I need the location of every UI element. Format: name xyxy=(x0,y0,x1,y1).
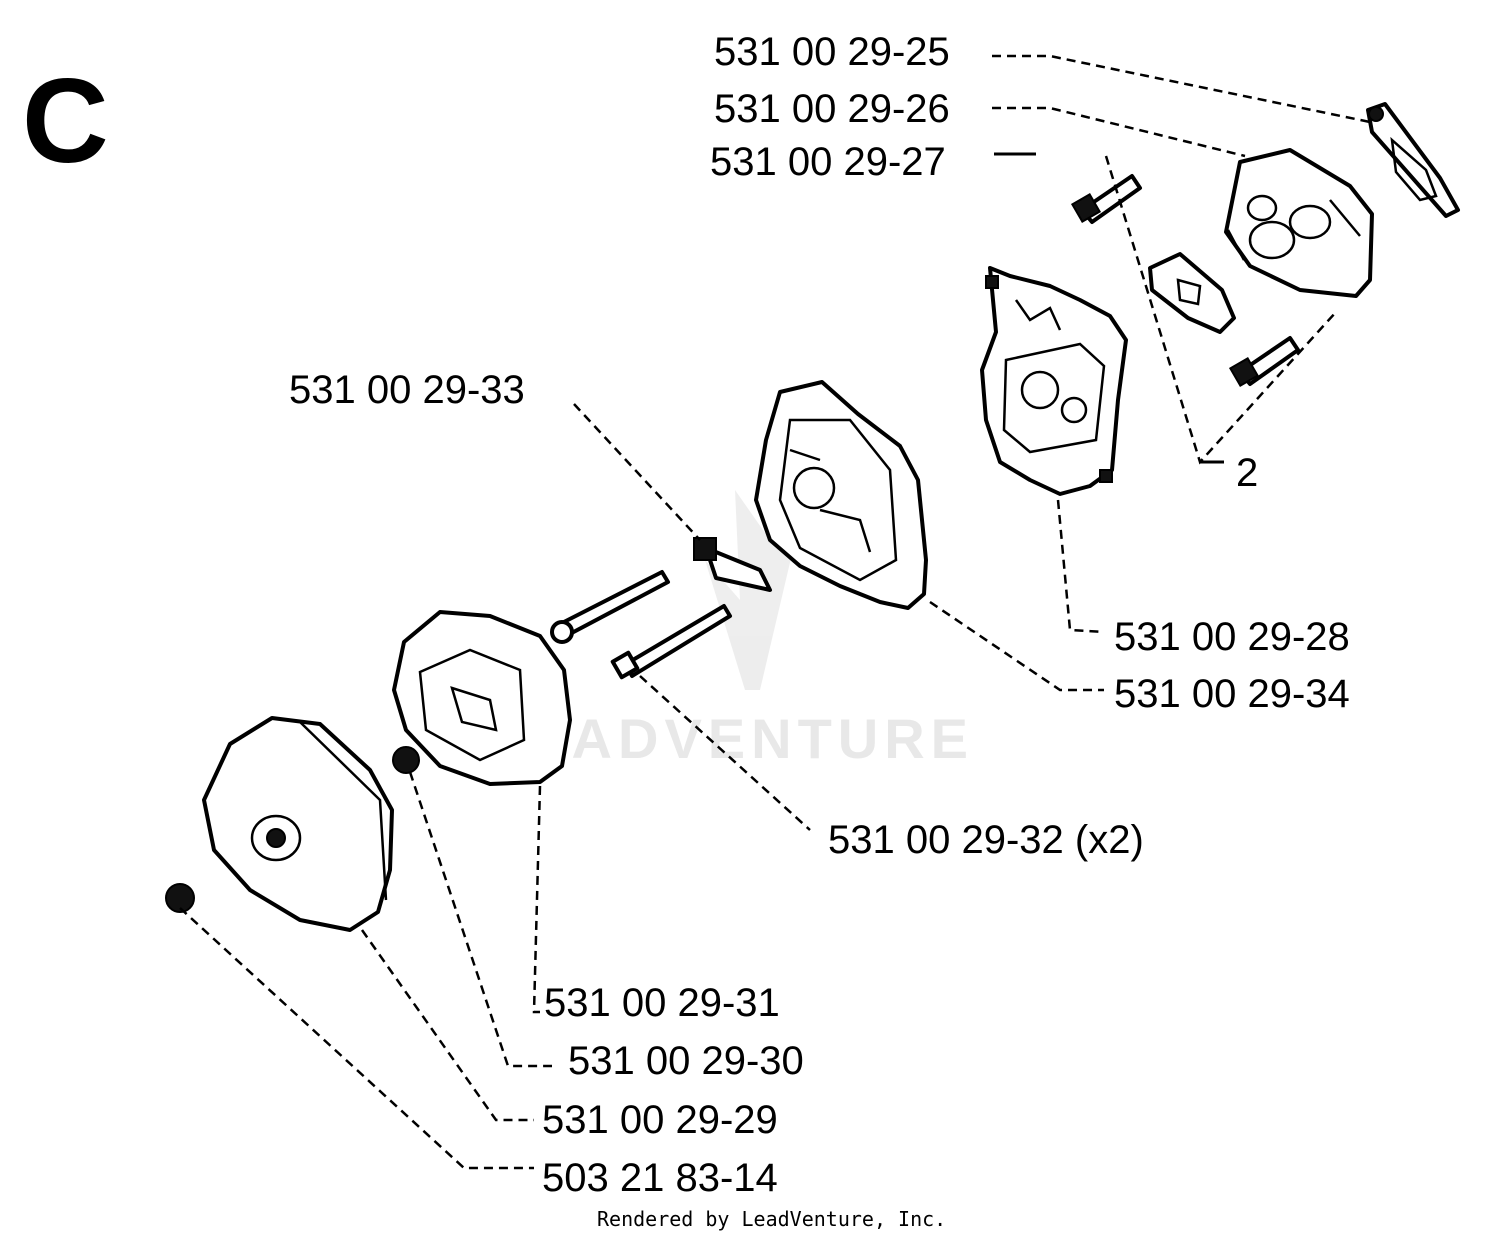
callout-531-00-29-27: 531 00 29-27 xyxy=(710,140,946,184)
callout-531-00-29-31: 531 00 29-31 xyxy=(544,981,780,1025)
intake-adapter-part xyxy=(1224,148,1374,298)
screw-pair-part xyxy=(1070,174,1300,388)
filter-cover-part xyxy=(165,716,394,932)
leader-lines xyxy=(179,54,1371,1170)
filter-housing-part xyxy=(392,610,572,786)
sheet-letter: C xyxy=(22,54,109,188)
callout-531-00-29-28: 531 00 29-28 xyxy=(1114,615,1350,659)
callout-531-00-29-26: 531 00 29-26 xyxy=(714,87,950,131)
insulator-gasket-part xyxy=(1148,252,1236,334)
callout-531-00-29-32: 531 00 29-32 (x2) xyxy=(828,818,1144,862)
render-credit: Rendered by LeadVenture, Inc. xyxy=(597,1207,946,1231)
callout-531-00-29-34: 531 00 29-34 xyxy=(1114,672,1350,716)
callout-531-00-29-33: 531 00 29-33 xyxy=(289,368,525,412)
air-filter-base-part xyxy=(693,380,928,610)
callout-531-00-29-30: 531 00 29-30 xyxy=(568,1039,804,1083)
callout-531-00-29-25: 531 00 29-25 xyxy=(714,30,950,74)
long-screws-part xyxy=(550,570,732,680)
callout-531-00-29-29: 531 00 29-29 xyxy=(542,1098,778,1142)
callout-item-2: 2 xyxy=(1236,451,1258,495)
carburetor-part xyxy=(980,266,1128,496)
gasket-part xyxy=(1366,102,1460,218)
callout-503-21-83-14: 503 21 83-14 xyxy=(542,1156,778,1200)
